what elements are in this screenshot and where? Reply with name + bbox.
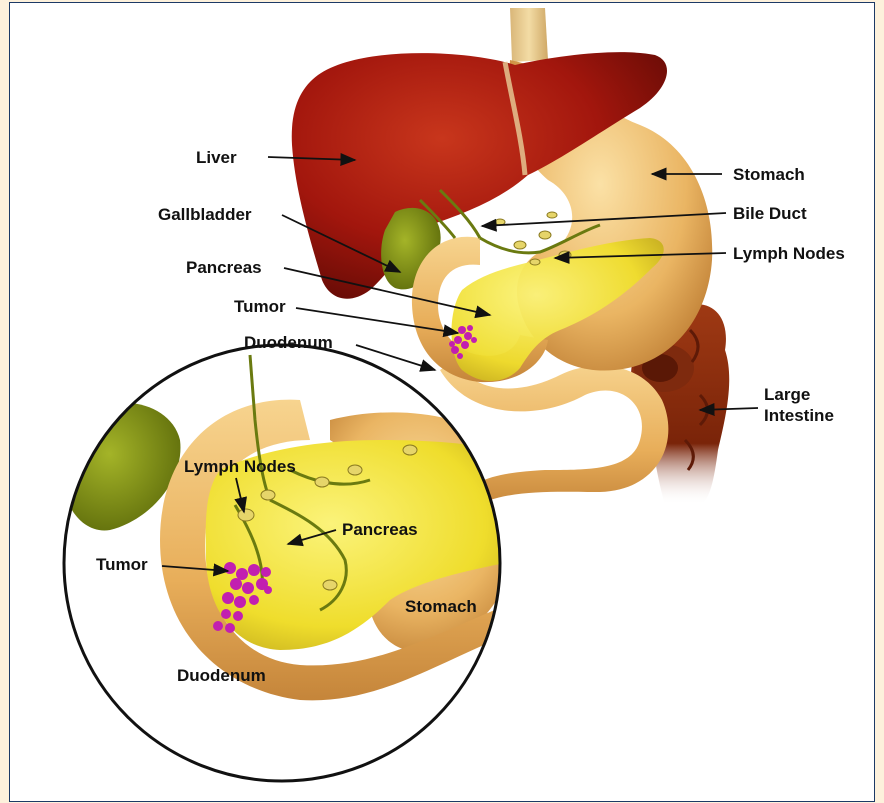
label-duodenum: Duodenum <box>244 333 333 352</box>
inset-label-tumor: Tumor <box>96 555 148 574</box>
label-lymph-nodes: Lymph Nodes <box>733 244 845 263</box>
label-bile-duct: Bile Duct <box>733 204 807 223</box>
label-large-intestine-line1: Large <box>764 385 810 404</box>
label-gallbladder: Gallbladder <box>158 205 252 224</box>
label-pancreas: Pancreas <box>186 258 262 277</box>
label-liver: Liver <box>196 148 237 167</box>
inset-label-pancreas: Pancreas <box>342 520 418 539</box>
label-stomach: Stomach <box>733 165 805 184</box>
inset-label-lymph-nodes: Lymph Nodes <box>184 457 296 476</box>
label-large-intestine-line2: Intestine <box>764 406 834 425</box>
inset-label-stomach: Stomach <box>405 597 477 616</box>
esophagus <box>510 8 548 62</box>
label-tumor: Tumor <box>234 297 286 316</box>
inset-label-duodenum: Duodenum <box>177 666 266 685</box>
